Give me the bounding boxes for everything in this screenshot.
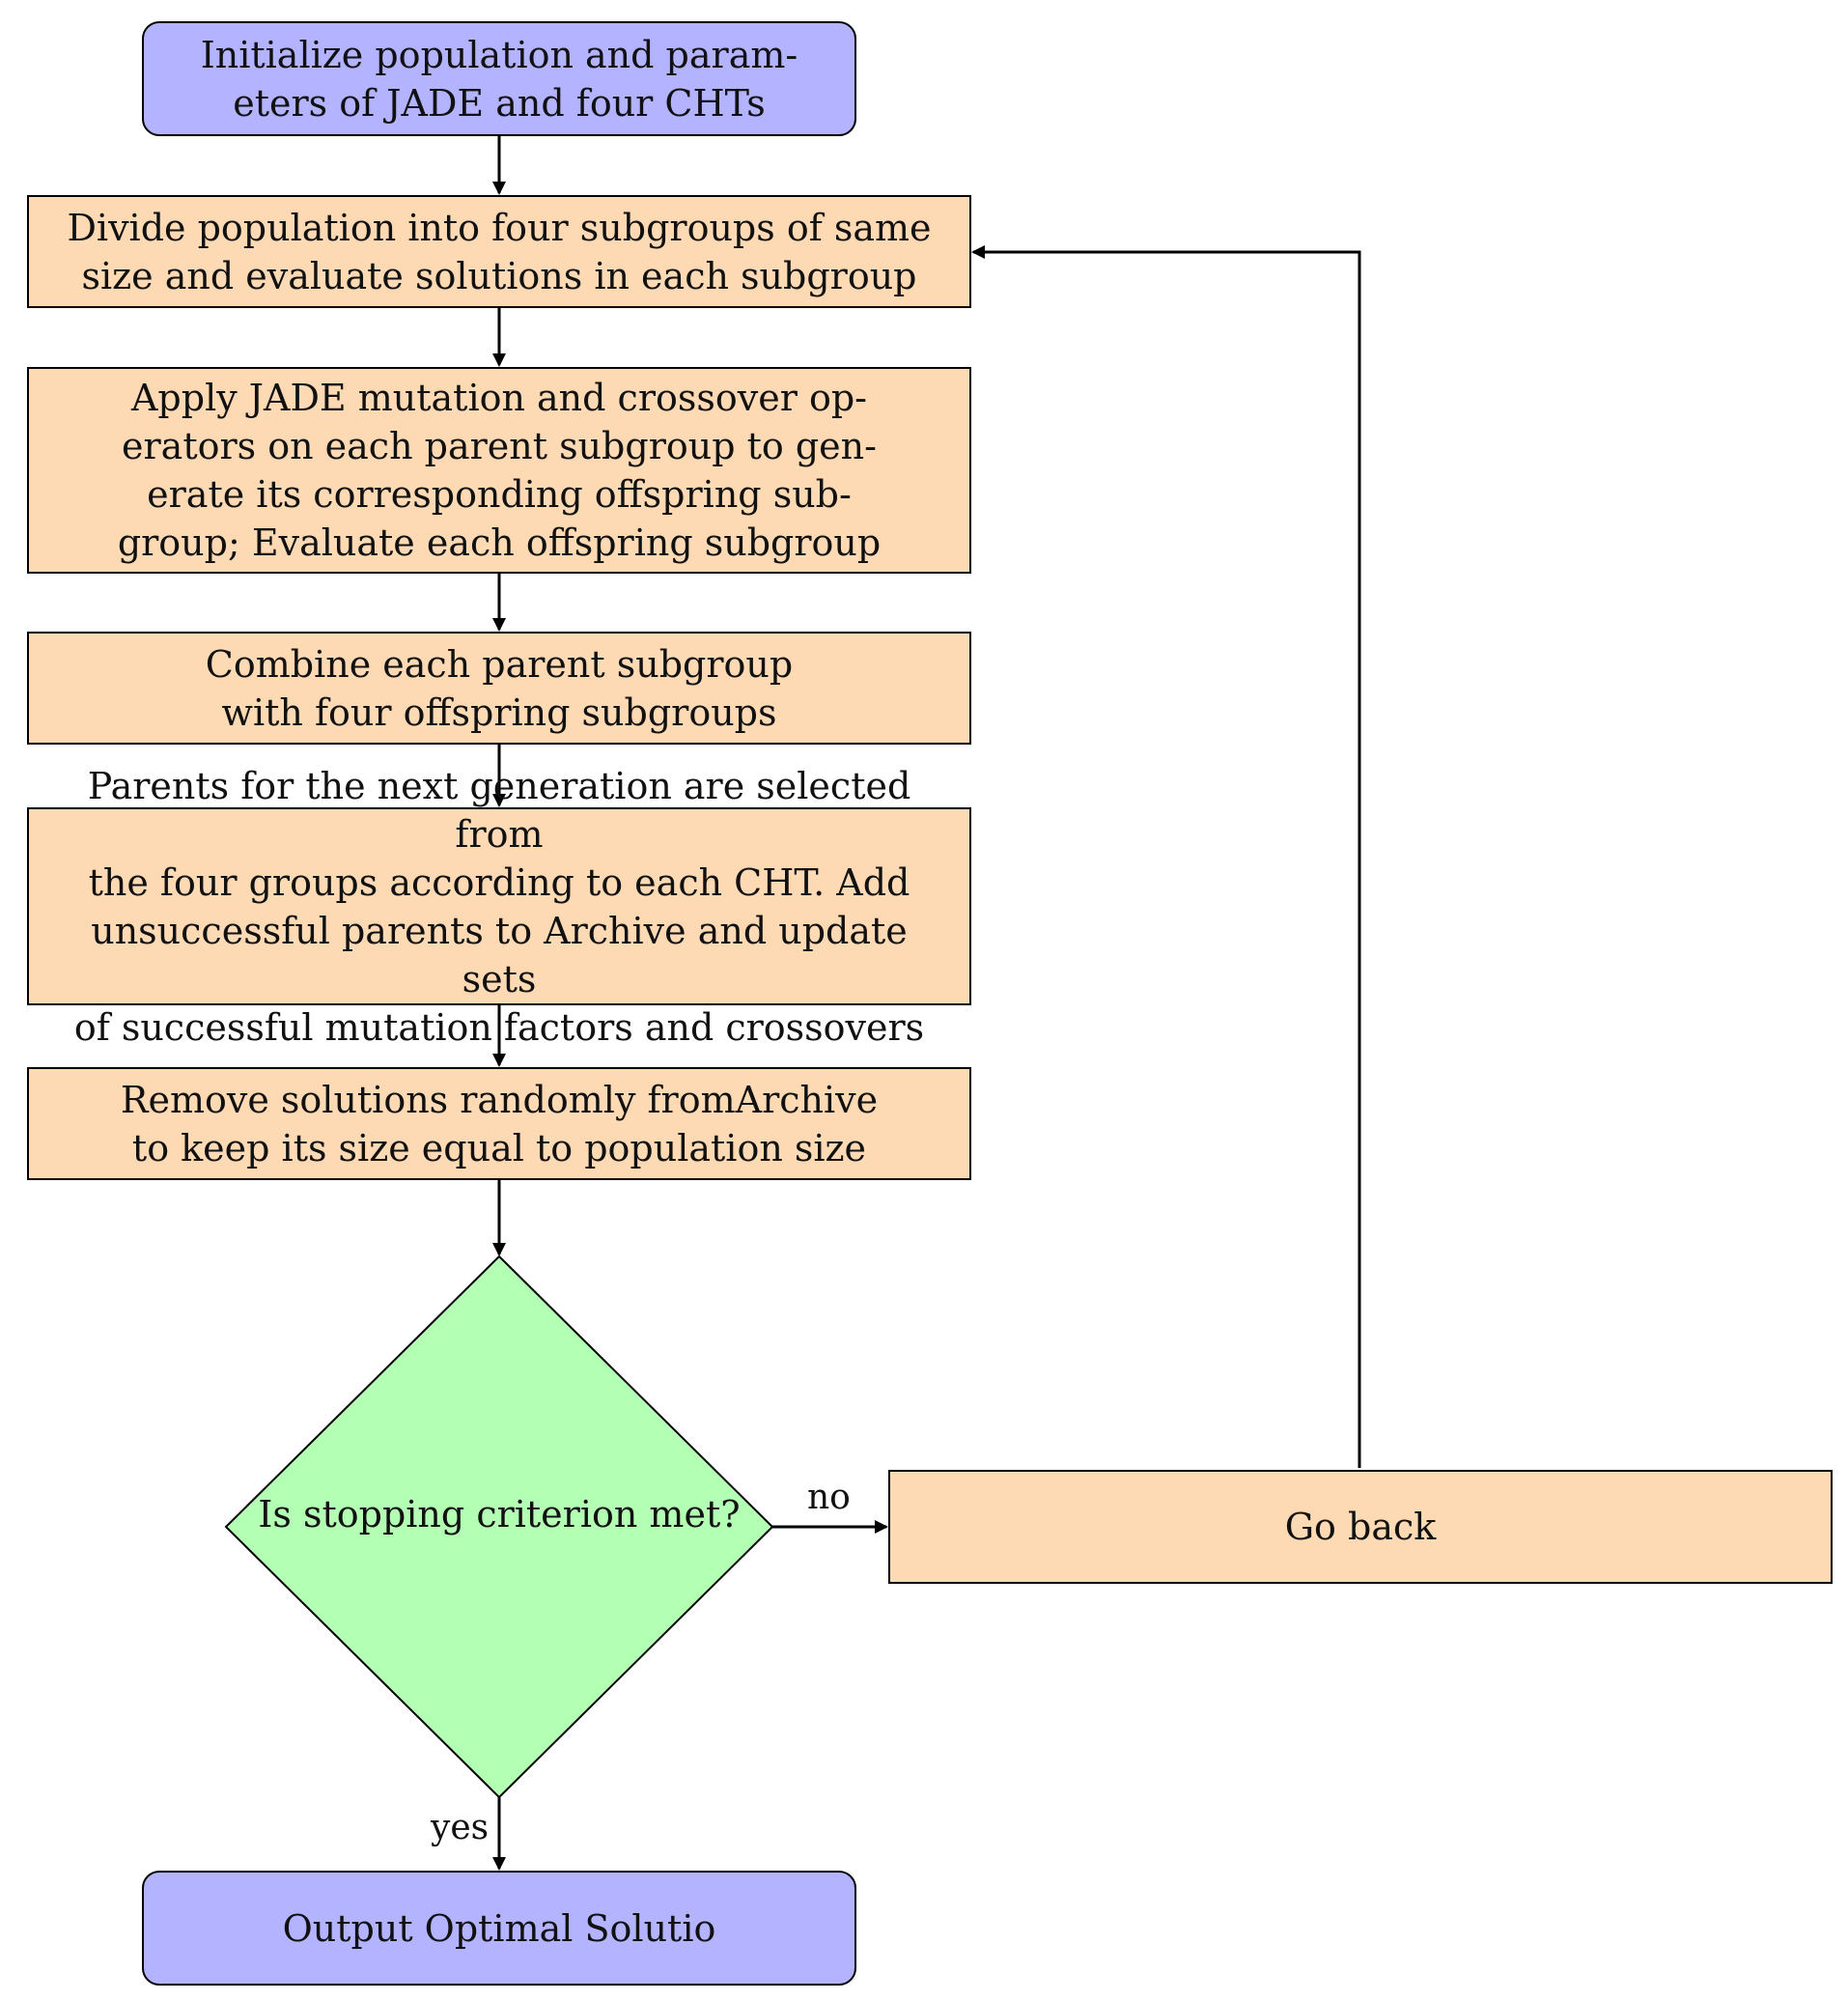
select-node: Parents for the next generation are sele…: [27, 765, 971, 1049]
divide-label: Divide population into four subgroups of…: [67, 206, 932, 297]
combine-label: Combine each parent subgroup with four o…: [205, 642, 794, 734]
goback-label: Go back: [1284, 1506, 1437, 1548]
divide-node: Divide population into four subgroups of…: [27, 195, 971, 308]
arrow-goback-to-divide: [971, 245, 1361, 1468]
apply-label: Apply JADE mutation and crossover op- er…: [117, 377, 882, 564]
edge-label-no: no: [807, 1478, 851, 1517]
combine-node: Combine each parent subgroup with four o…: [27, 632, 971, 745]
remove-node: Remove solutions randomly fromArchive to…: [27, 1067, 971, 1180]
remove-label: Remove solutions randomly fromArchive to…: [120, 1078, 879, 1170]
edge-label-yes: yes: [431, 1808, 490, 1847]
select-label: Parents for the next generation are sele…: [73, 764, 925, 1049]
decision-label: Is stopping criterion met?: [258, 1493, 741, 1536]
output-label: Output Optimal Solutio: [282, 1906, 716, 1950]
goback-node: Go back: [888, 1470, 1833, 1584]
init-label: Initialize population and param- eters o…: [200, 33, 798, 125]
init-node: Initialize population and param- eters o…: [142, 21, 856, 136]
apply-node: Apply JADE mutation and crossover op- er…: [27, 367, 971, 574]
output-node: Output Optimal Solutio: [142, 1871, 856, 1986]
